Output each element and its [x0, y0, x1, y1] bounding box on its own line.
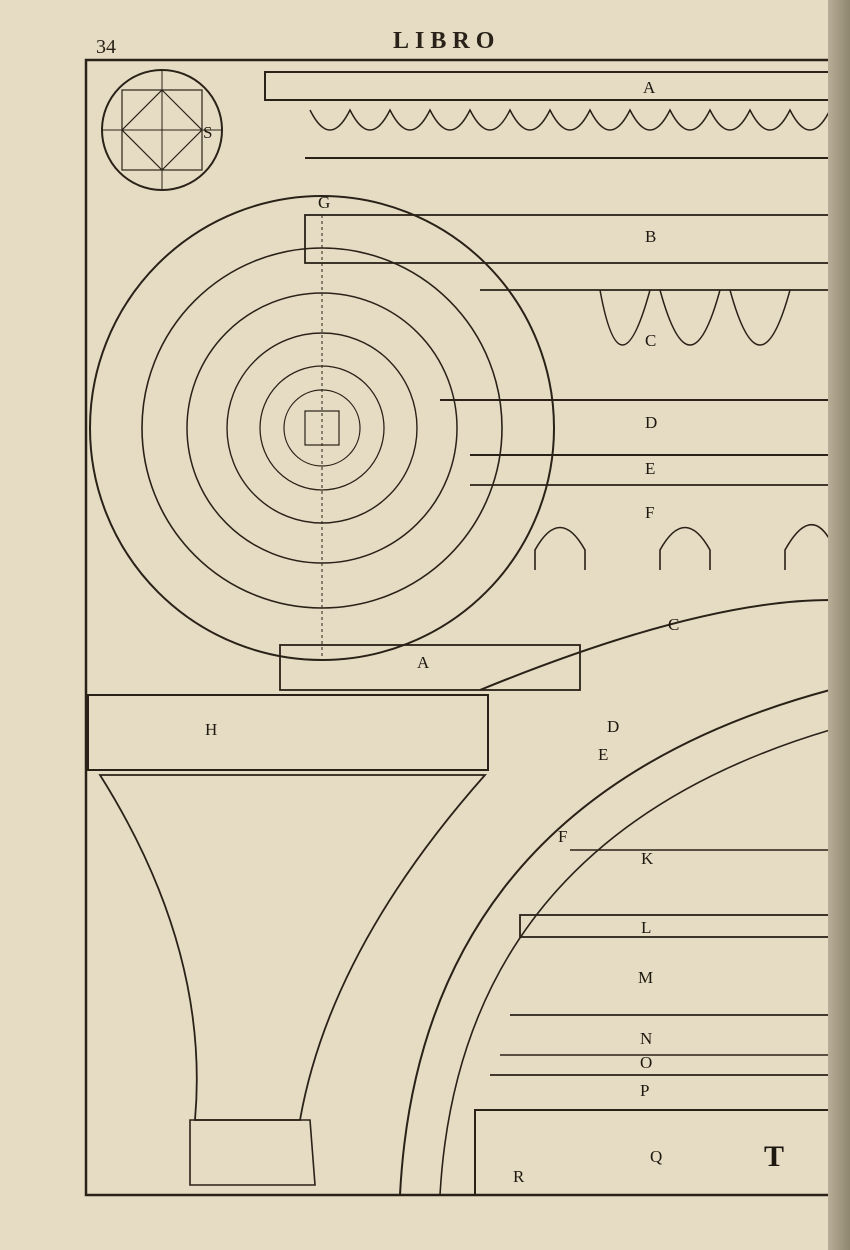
label-t: T — [764, 1140, 784, 1173]
plate-frame — [84, 58, 834, 1197]
label-s: S — [203, 123, 212, 142]
echinus-upper — [440, 289, 831, 570]
label-b: B — [645, 227, 656, 246]
label-o: O — [640, 1053, 652, 1072]
label-a-low: A — [417, 653, 430, 672]
label-r: R — [513, 1167, 525, 1186]
label-p: P — [640, 1081, 649, 1100]
label-e-top: E — [645, 459, 655, 478]
label-g: G — [318, 193, 330, 212]
label-l: L — [641, 918, 651, 937]
page-gutter — [828, 0, 850, 1250]
volute-eye-diagram — [101, 69, 223, 191]
top-moldings — [264, 71, 831, 264]
label-c-top: C — [645, 331, 656, 350]
label-c-low: C — [668, 615, 679, 634]
label-m: M — [638, 968, 653, 987]
label-q: Q — [650, 1147, 662, 1166]
label-f-low: F — [558, 827, 567, 846]
label-d-low: D — [607, 717, 619, 736]
page-number: 34 — [96, 36, 116, 58]
running-head: LIBRO — [393, 28, 501, 54]
capital-plan — [87, 599, 831, 1196]
label-f-top: F — [645, 503, 654, 522]
label-h: H — [205, 720, 217, 739]
label-k: K — [641, 849, 654, 868]
label-n: N — [640, 1029, 652, 1048]
label-d-top: D — [645, 413, 657, 432]
label-e-low: E — [598, 745, 608, 764]
label-a-top: A — [643, 78, 656, 97]
volute-spiral — [89, 195, 555, 661]
